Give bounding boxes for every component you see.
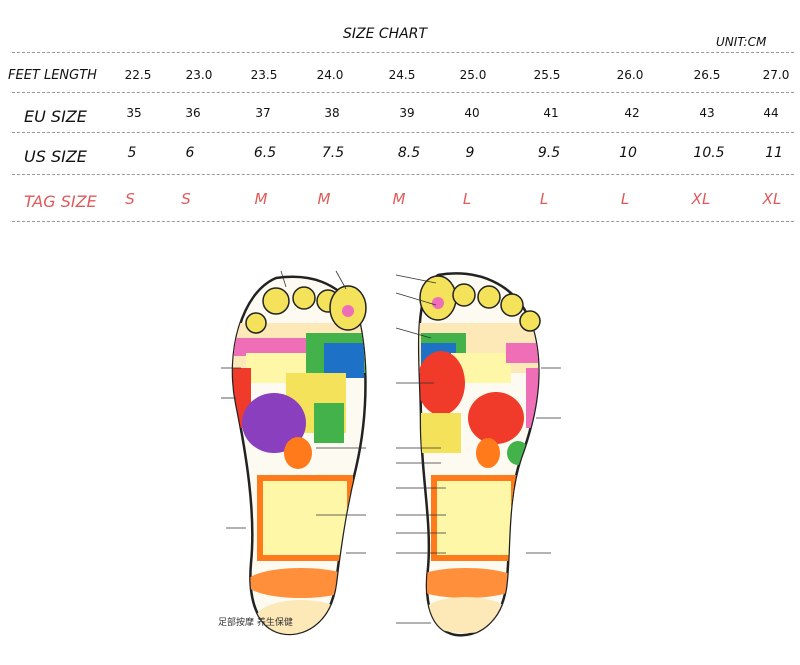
divider-top bbox=[12, 52, 794, 53]
tag-size-label: TAG SIZE bbox=[24, 192, 97, 211]
us-size-cell: 11 bbox=[765, 145, 783, 161]
label-leader-lines bbox=[221, 270, 561, 624]
right-foot-graphic bbox=[417, 272, 541, 637]
us-size-cell: 10 bbox=[619, 145, 637, 161]
tag-size-cell: M bbox=[392, 190, 406, 208]
us-size-cell: 6 bbox=[185, 145, 195, 161]
us-size-label: US SIZE bbox=[24, 147, 87, 166]
tag-size-cell: L bbox=[462, 190, 472, 208]
tag-size-cell: M bbox=[317, 190, 331, 208]
eu-size-cell: 41 bbox=[543, 106, 559, 120]
feet-length-cell: 26.5 bbox=[693, 68, 721, 82]
tag-size-cell: S bbox=[181, 190, 191, 208]
us-size-cell: 9 bbox=[465, 145, 475, 161]
eu-size-cell: 40 bbox=[464, 106, 480, 120]
unit-label: UNIT:CM bbox=[716, 35, 767, 49]
left-foot-graphic bbox=[231, 275, 367, 636]
eu-size-cell: 36 bbox=[185, 106, 201, 120]
divider-2 bbox=[12, 132, 794, 133]
us-size-cell: 6.5 bbox=[253, 145, 277, 161]
feet-length-label: FEET LENGTH bbox=[8, 68, 97, 83]
us-size-cell: 9.5 bbox=[537, 145, 561, 161]
foot-reflexology-map: 足部按摩 养生保健 bbox=[206, 253, 606, 648]
eu-size-cell: 43 bbox=[699, 106, 715, 120]
us-size-cell: 8.5 bbox=[397, 145, 421, 161]
feet-length-cell: 23.0 bbox=[185, 68, 213, 82]
tag-size-cell: M bbox=[254, 190, 268, 208]
tag-size-cell: S bbox=[125, 190, 135, 208]
feet-length-cell: 22.5 bbox=[124, 68, 152, 82]
eu-size-cell: 44 bbox=[763, 106, 779, 120]
us-size-cell: 10.5 bbox=[693, 145, 725, 161]
divider-1 bbox=[12, 92, 794, 93]
us-size-cell: 7.5 bbox=[321, 145, 345, 161]
tag-size-cell: L bbox=[620, 190, 630, 208]
feet-length-cell: 24.5 bbox=[388, 68, 416, 82]
feet-length-cell: 27.0 bbox=[762, 68, 790, 82]
eu-size-cell: 42 bbox=[624, 106, 640, 120]
size-chart-title: SIZE CHART bbox=[342, 26, 428, 42]
eu-size-cell: 39 bbox=[399, 106, 415, 120]
divider-bottom bbox=[12, 221, 794, 222]
tag-size-cell: XL bbox=[762, 190, 782, 208]
divider-3 bbox=[12, 174, 794, 175]
tag-size-cell: XL bbox=[691, 190, 711, 208]
feet-length-cell: 24.0 bbox=[316, 68, 344, 82]
feet-length-cell: 26.0 bbox=[616, 68, 644, 82]
us-size-cell: 5 bbox=[127, 145, 137, 161]
eu-size-cell: 38 bbox=[324, 106, 340, 120]
feet-length-cell: 23.5 bbox=[250, 68, 278, 82]
eu-size-cell: 35 bbox=[126, 106, 142, 120]
eu-size-cell: 37 bbox=[255, 106, 271, 120]
reflexology-caption: 足部按摩 养生保健 bbox=[218, 618, 293, 628]
tag-size-cell: L bbox=[539, 190, 549, 208]
feet-length-cell: 25.0 bbox=[459, 68, 487, 82]
feet-length-cell: 25.5 bbox=[533, 68, 561, 82]
eu-size-label: EU SIZE bbox=[24, 107, 87, 126]
